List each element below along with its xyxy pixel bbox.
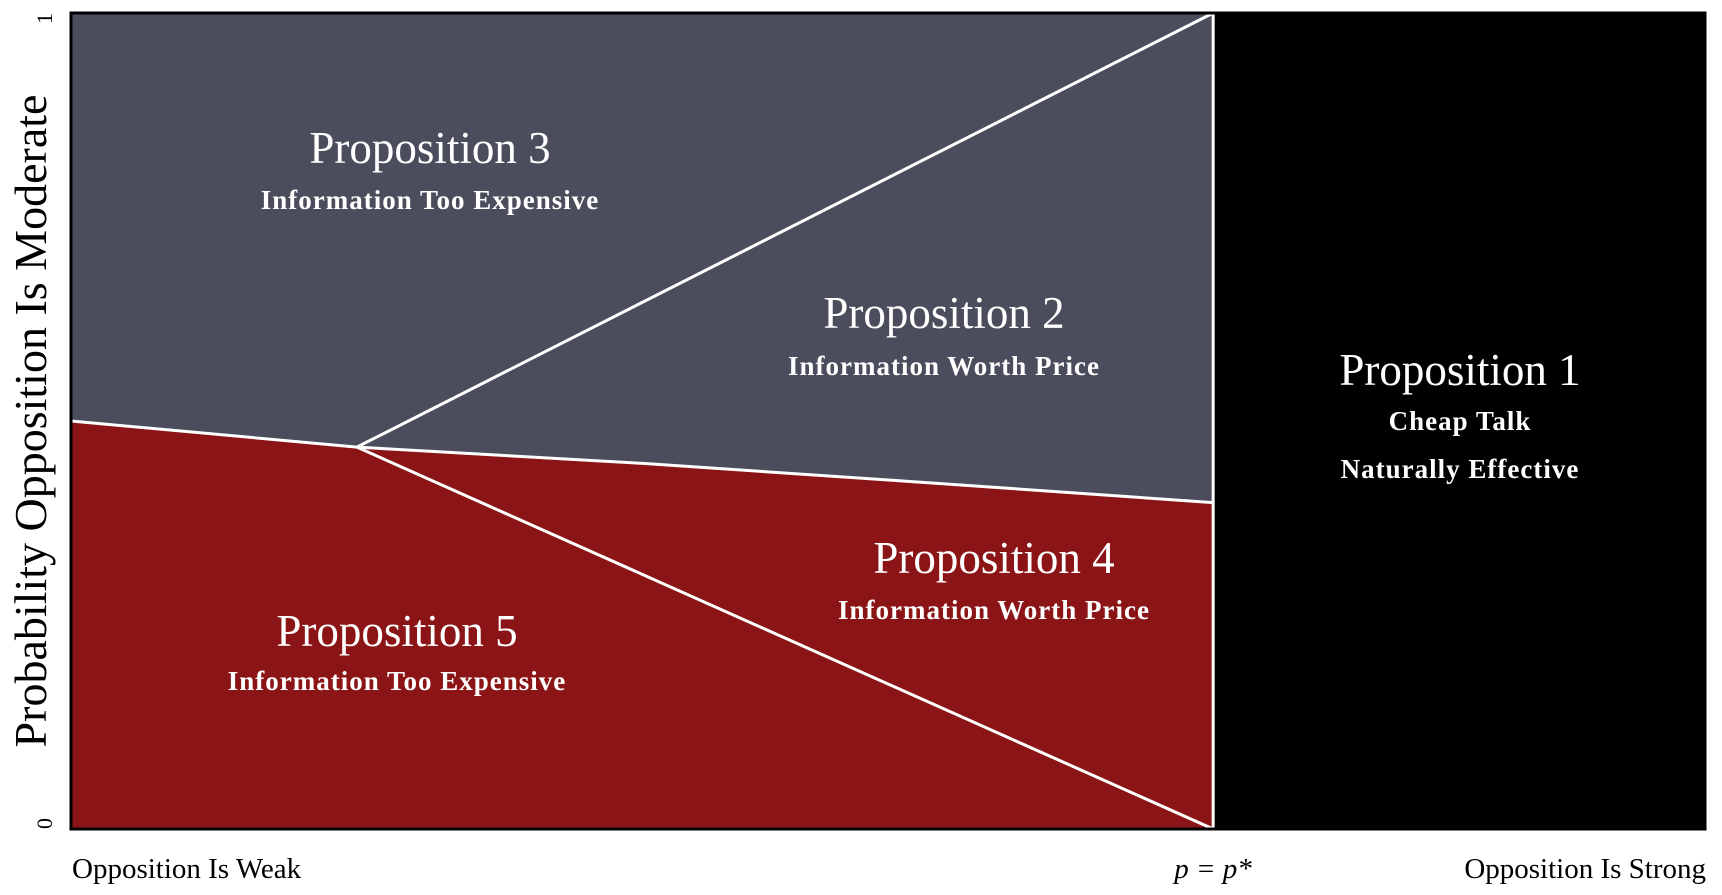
x-label-threshold: p = p* bbox=[1172, 853, 1252, 885]
lower-boundary-line bbox=[356, 445, 1214, 831]
upper-boundary-line bbox=[356, 11, 1214, 449]
region-5-title: Proposition 5 bbox=[276, 606, 517, 656]
region-2-subtitle: Information Worth Price bbox=[788, 351, 1100, 381]
left-boundary-line bbox=[70, 419, 358, 449]
region-5-subtitle: Information Too Expensive bbox=[228, 666, 567, 696]
middle-boundary-curve bbox=[356, 445, 1214, 505]
region-2-title: Proposition 2 bbox=[823, 288, 1064, 338]
y-tick-0: 0 bbox=[32, 818, 57, 829]
plot-frame bbox=[69, 11, 1707, 831]
region-3-title: Proposition 3 bbox=[309, 123, 550, 173]
y-axis-label: Probability Opposition Is Moderate bbox=[5, 95, 56, 748]
upper-region bbox=[71, 13, 1214, 503]
region-shapes bbox=[70, 11, 1705, 831]
region-1-title: Proposition 1 bbox=[1339, 345, 1580, 395]
region-1-subtitle-2: Naturally Effective bbox=[1341, 454, 1580, 484]
x-label-strong: Opposition Is Strong bbox=[1464, 853, 1706, 885]
region-4-title: Proposition 4 bbox=[873, 533, 1114, 583]
region-4-subtitle: Information Worth Price bbox=[838, 595, 1150, 625]
y-tick-1: 1 bbox=[32, 13, 57, 24]
lower-region bbox=[71, 421, 1214, 829]
x-label-weak: Opposition Is Weak bbox=[72, 853, 302, 885]
region-3-subtitle: Information Too Expensive bbox=[261, 185, 600, 215]
region-1-subtitle-1: Cheap Talk bbox=[1389, 406, 1532, 436]
right-region bbox=[1213, 13, 1705, 829]
